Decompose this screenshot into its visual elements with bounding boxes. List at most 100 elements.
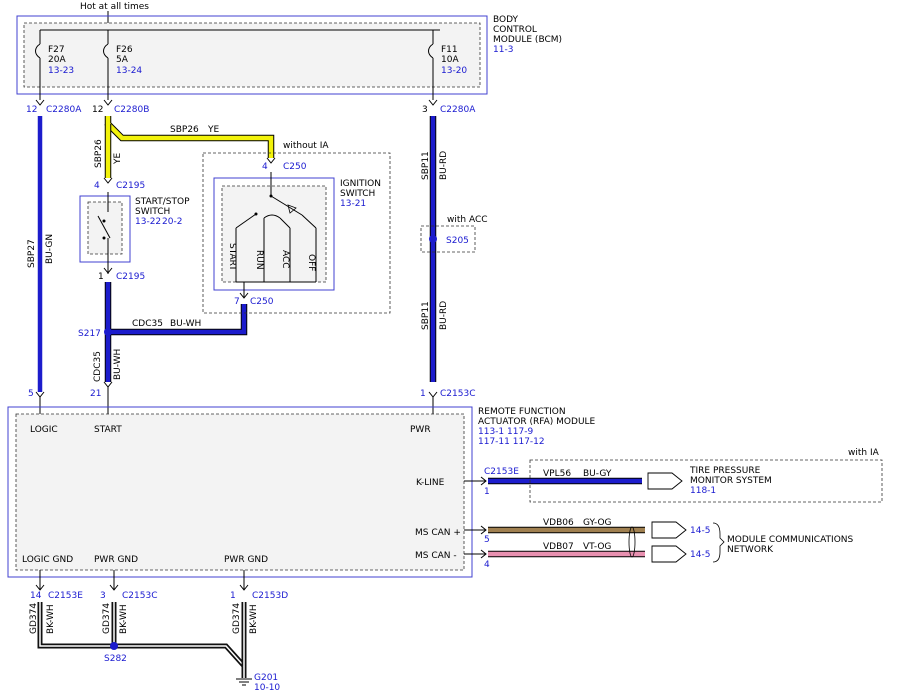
svg-text:13-20: 13-20 (441, 66, 467, 76)
c2153c-right-pin: 1 (420, 389, 426, 399)
c2280b-connector: C2280B (114, 105, 149, 115)
mcn-brace-icon (712, 522, 725, 563)
vdb07-color: VT-OG (583, 542, 611, 552)
ground-name: G201 (254, 673, 278, 683)
fuse-f27: F27 20A 13-23 (35, 30, 74, 100)
rfa-pwr-gnd-2-label: PWR GND (224, 555, 268, 565)
ground-icon (236, 678, 252, 686)
with-acc-frame (420, 225, 476, 253)
without-ia-frame (202, 152, 391, 314)
rfa-start-label: START (94, 425, 122, 435)
c2280a-right-connector: C2280A (440, 105, 476, 115)
gnd3-pin: 1 (230, 591, 236, 601)
c2280a-left-connector: C2280A (46, 105, 82, 115)
mcn-title-1: MODULE COMMUNICATIONS (727, 535, 854, 545)
fuse-f26: F26 5A 13-24 (103, 30, 142, 100)
c2153e-pin: 1 (484, 487, 490, 497)
gnd2-connector: C2153C (122, 591, 157, 601)
svg-text:F27: F27 (48, 45, 65, 55)
sbp11-top-color: BU-RD (439, 151, 449, 180)
with-ia-frame (529, 459, 883, 503)
sbp26-h-color: YE (207, 125, 219, 135)
cdc35-v-label: CDC35 (93, 351, 103, 382)
gd374-3-label: GD374 (232, 603, 242, 634)
gd374-2-label: GD374 (102, 603, 112, 634)
mscan-plus-pin: 5 (484, 535, 490, 545)
c2280a-right-pin: 3 (422, 105, 428, 115)
gnd3-connector: C2153D (252, 591, 288, 601)
rfa-kline-label: K-LINE (416, 478, 445, 488)
c2195-bot-pin: 1 (98, 272, 104, 282)
rfa-refs-1: 113-1 117-9 (478, 427, 533, 437)
mscan-minus-arrow-icon (651, 545, 687, 563)
bcm-ref: 11-3 (493, 45, 513, 55)
sbp27-label: SBP27 (27, 239, 37, 268)
c2195-top-pin: 4 (94, 181, 100, 191)
start-stop-switch-box (79, 195, 131, 263)
vdb06-label: VDB06 (543, 518, 574, 528)
svg-text:13-24: 13-24 (116, 66, 142, 76)
tpms-title-2: MONITOR SYSTEM (690, 476, 772, 486)
start-pin: 21 (90, 389, 101, 399)
cdc35-h-label: CDC35 (132, 319, 163, 329)
tpms-title-1: TIRE PRESSURE (689, 466, 761, 476)
mcn-ref-1: 14-5 (690, 526, 710, 536)
rfa-pwr-label: PWR (410, 425, 431, 435)
c250-bot-pin: 7 (234, 297, 240, 307)
gd374-2-color: BK-WH (119, 604, 129, 634)
c2280a-left-pin: 12 (26, 105, 37, 115)
wire-gd374 (37, 602, 247, 678)
sbp11-bot-label: SBP11 (421, 301, 431, 330)
vpl56-label: VPL56 (543, 469, 571, 479)
sbp27-color: BU-GN (45, 234, 55, 264)
start-stop-ref-1: 13-22 (135, 217, 161, 227)
mscan-plus-arrow-icon (651, 521, 687, 539)
svg-text:F11: F11 (441, 45, 458, 55)
ignition-title-2: SWITCH (340, 189, 375, 199)
tpms-ref: 118-1 (690, 486, 716, 496)
start-stop-title-2: SWITCH (135, 207, 170, 217)
gnd2-pin: 3 (100, 591, 106, 601)
cdc35-h-color: BU-WH (170, 319, 201, 329)
svg-text:13-23: 13-23 (48, 66, 74, 76)
mcn-title-2: NETWORK (727, 545, 774, 555)
ignition-title-1: IGNITION (340, 179, 381, 189)
s217-label: S217 (78, 329, 101, 339)
ignition-pos-start: START (227, 243, 237, 271)
sbp26-v-label: SBP26 (94, 139, 104, 168)
bcm-module-box (16, 15, 488, 95)
ignition-pos-acc: ACC (280, 250, 290, 269)
sbp26-v-color: YE (113, 153, 123, 165)
tpms-arrow-icon (647, 472, 683, 490)
hot-at-all-times-label: Hot at all times (80, 2, 149, 12)
c2153c-right-connector: C2153C (440, 389, 475, 399)
svg-text:10A: 10A (441, 55, 459, 65)
c2153e-connector: C2153E (484, 467, 519, 477)
splice-s282 (110, 642, 118, 650)
with-ia-label: with IA (848, 448, 880, 458)
rfa-logic-gnd-label: LOGIC GND (22, 555, 73, 565)
s282-label: S282 (104, 654, 127, 664)
sbp26-h-label: SBP26 (170, 125, 199, 135)
gnd1-pin: 14 (30, 591, 42, 601)
mscan-minus-pin: 4 (484, 560, 490, 570)
fuse-f11: F11 10A 13-20 (428, 30, 467, 100)
gd374-1-label: GD374 (29, 603, 39, 634)
bcm-title-3: MODULE (BCM) (493, 35, 562, 45)
rfa-refs-2: 117-11 117-12 (478, 437, 545, 447)
rfa-logic-label: LOGIC (30, 425, 58, 435)
sbp11-top-label: SBP11 (421, 151, 431, 180)
logic-pin: 5 (28, 389, 34, 399)
vdb07-label: VDB07 (543, 542, 574, 552)
rfa-title-2: ACTUATOR (RFA) MODULE (478, 417, 596, 427)
svg-text:20A: 20A (48, 55, 66, 65)
without-ia-label: without IA (283, 141, 329, 151)
svg-text:5A: 5A (116, 55, 129, 65)
gd374-1-color: BK-WH (46, 604, 56, 634)
start-stop-title-1: START/STOP (135, 197, 190, 207)
cdc35-v-color: BU-WH (113, 349, 123, 380)
rfa-mscan-minus-label: MS CAN - (415, 551, 457, 561)
rfa-mscan-plus-label: MS CAN + (415, 528, 461, 538)
twisted-pair-icon (628, 526, 636, 558)
with-acc-label: with ACC (447, 215, 488, 225)
